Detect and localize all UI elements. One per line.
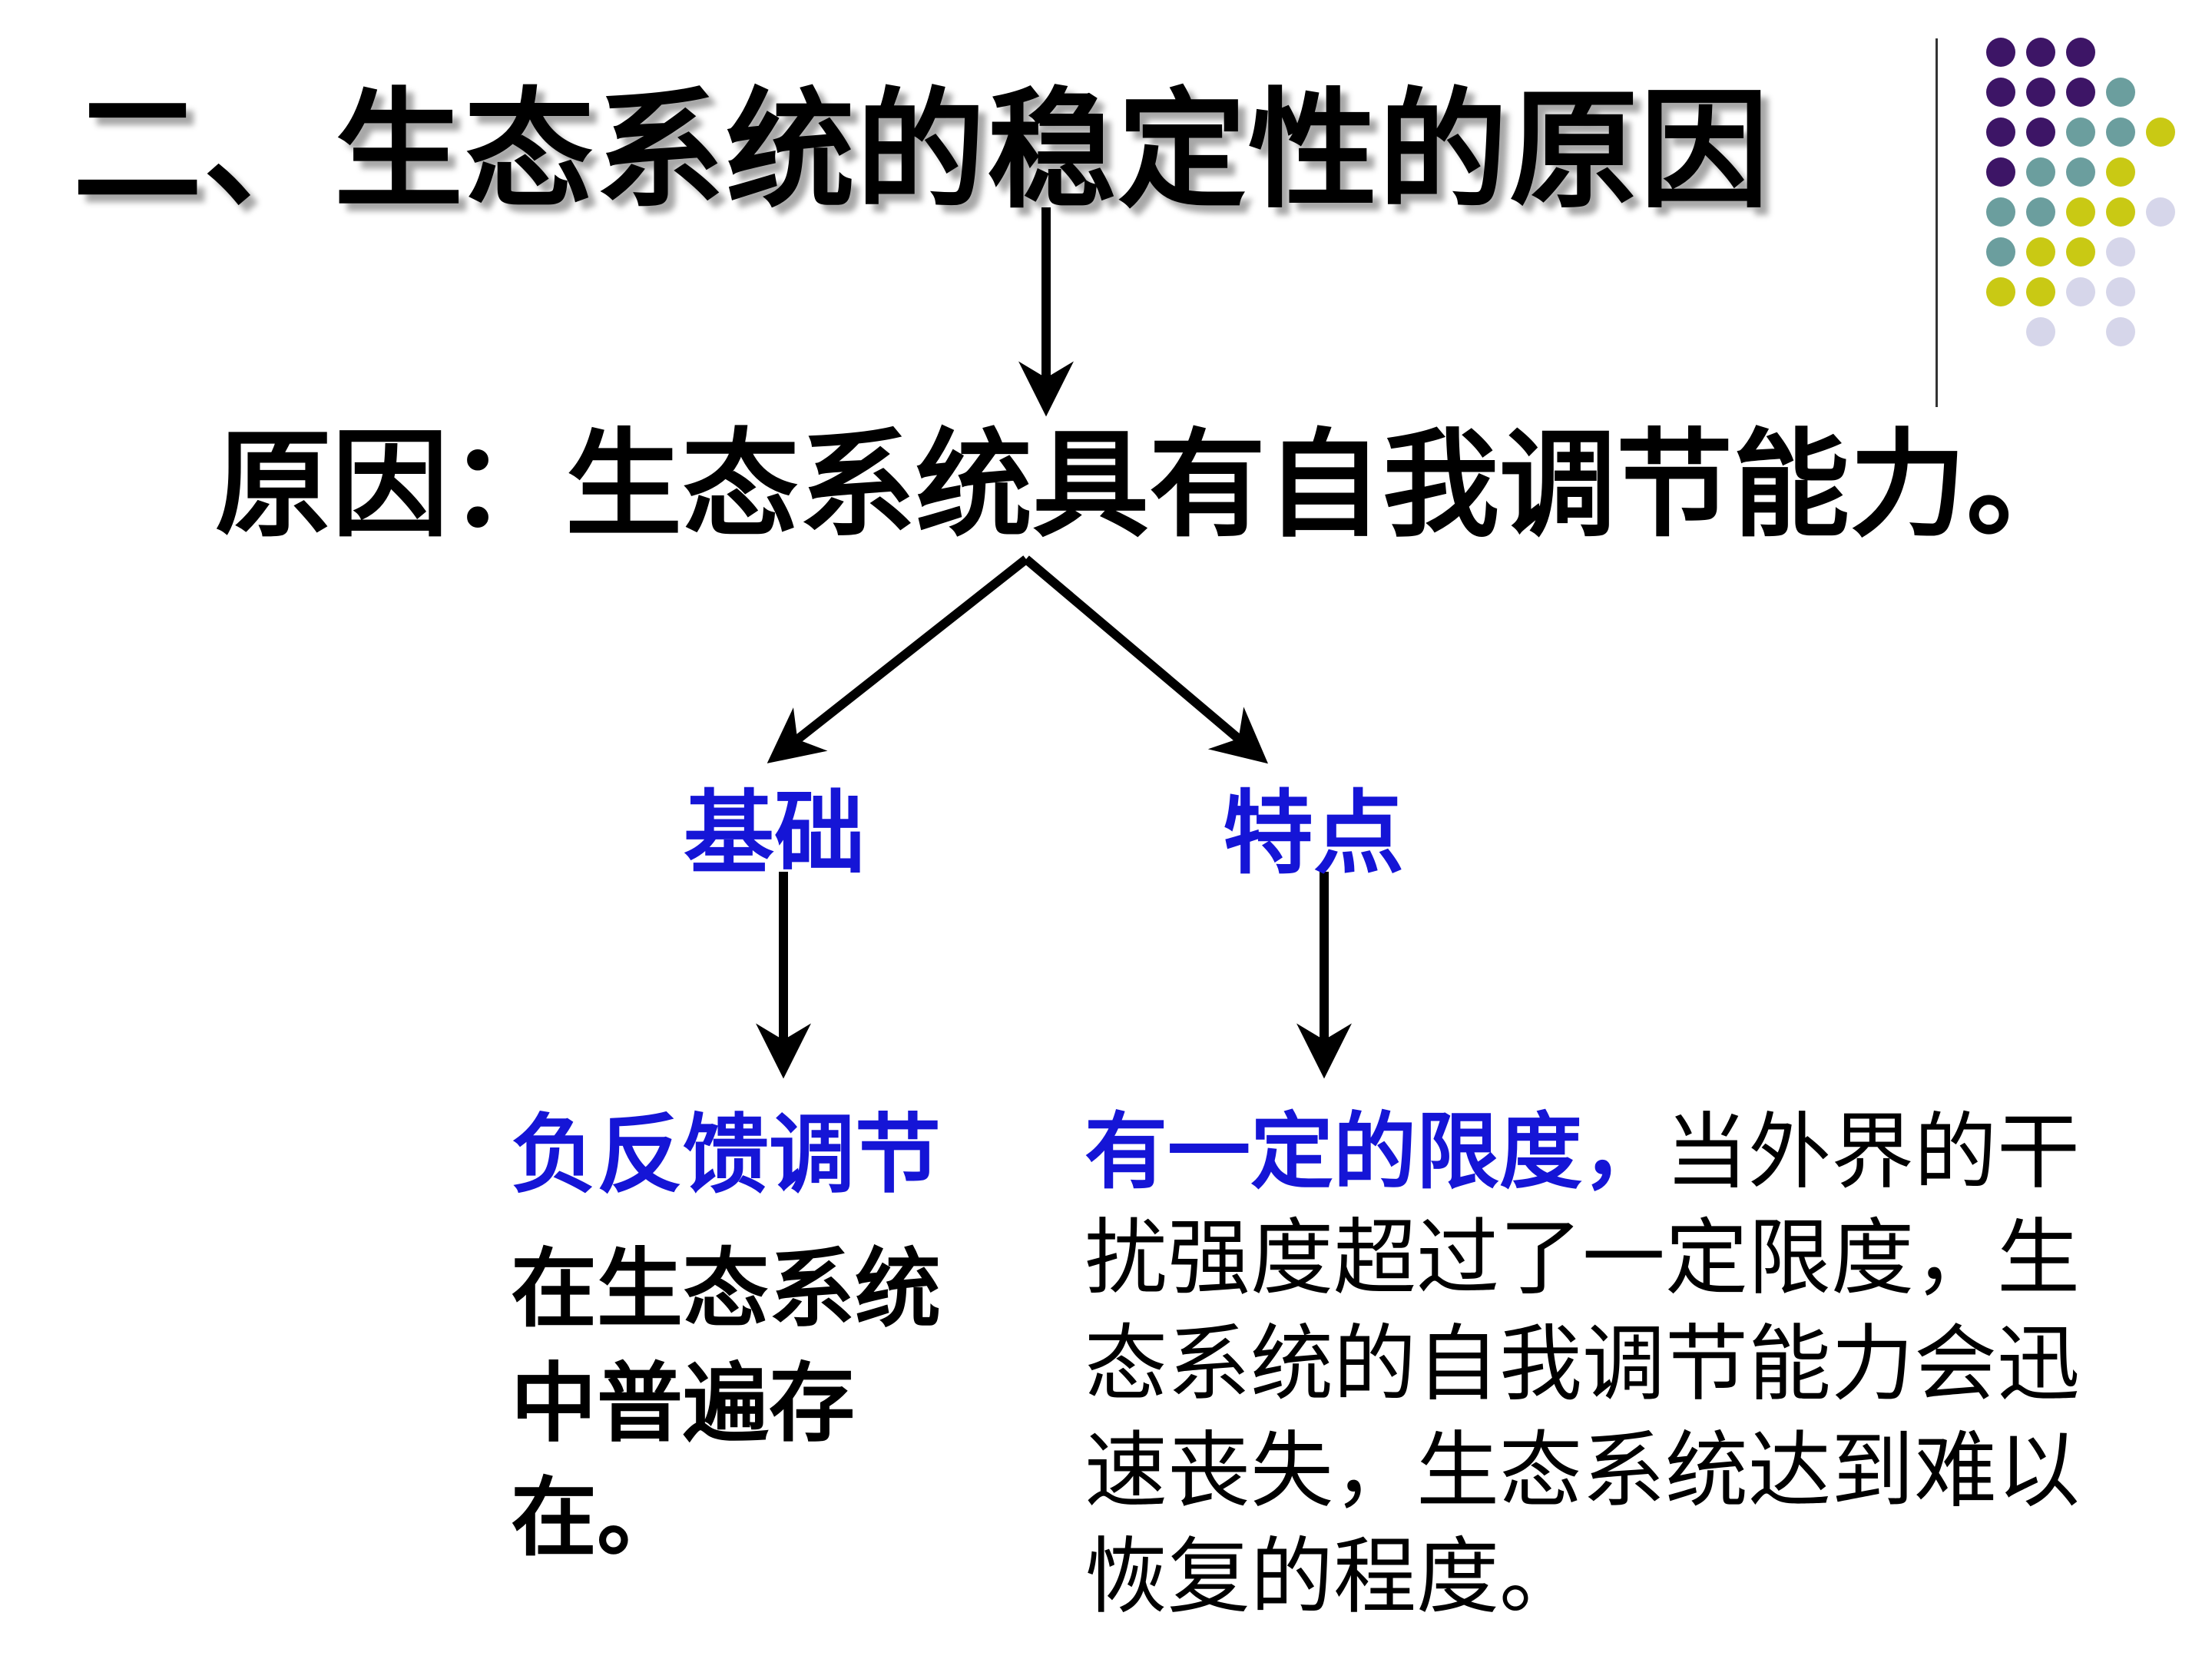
branch-label-basis: 基础 [684,780,866,886]
decorative-dot [2026,317,2055,346]
negative-feedback-heading: 负反馈调节 [511,1105,941,1205]
decorative-dot [2066,277,2095,306]
decorative-dot [2106,197,2135,227]
main-cause-text: 原因：生态系统具有自我调节能力。 [215,417,2083,553]
decorative-dot [2106,78,2135,107]
decorative-dot [1986,118,2015,147]
limit-description: 有一定的限度，当外界的干扰强度超过了一定限度，生态系统的自我调节能力会迅速丧失，… [1084,1100,2098,1631]
limit-body: 当外界的干扰强度超过了一定限度，生态系统的自我调节能力会迅速丧失，生态系统达到难… [1084,1104,2081,1625]
decorative-dot [2106,118,2135,147]
decorative-dot [2106,237,2135,267]
decorative-dot [2026,197,2055,227]
decorative-dot [1986,237,2015,267]
arrow-cause-to-basis [767,555,1029,763]
decorative-dot [2106,157,2135,187]
decorative-dot [2066,237,2095,267]
decorative-dot [2026,38,2055,67]
branch-label-feature: 特点 [1223,780,1405,886]
decorative-dot [2066,197,2095,227]
decorative-divider [1936,38,1938,407]
arrow-cause-to-feature [1023,555,1268,764]
decorative-dot [1986,38,2015,67]
decorative-dot [1986,277,2015,306]
decorative-dot [2066,38,2095,67]
decorative-dot [2026,78,2055,107]
decorative-dot [2026,118,2055,147]
decorative-dot [2146,197,2175,227]
decorative-dot [1986,157,2015,187]
decorative-dot [2106,317,2135,346]
decorative-dot [2026,157,2055,187]
decorative-dot [2146,118,2175,147]
decorative-dot [2026,237,2055,267]
decorative-dot [2106,277,2135,306]
decorative-dot [2066,78,2095,107]
decorative-dot [2066,157,2095,187]
slide-title: 二、生态系统的稳定性的原因 [73,75,1770,226]
decorative-dot [1986,78,2015,107]
decorative-dot [1986,197,2015,227]
negative-feedback-description: 在生态系统中普遍存在。 [511,1240,941,1568]
decorative-dot [2066,118,2095,147]
decorative-dot [2026,277,2055,306]
limit-highlight: 有一定的限度， [1084,1104,1666,1200]
